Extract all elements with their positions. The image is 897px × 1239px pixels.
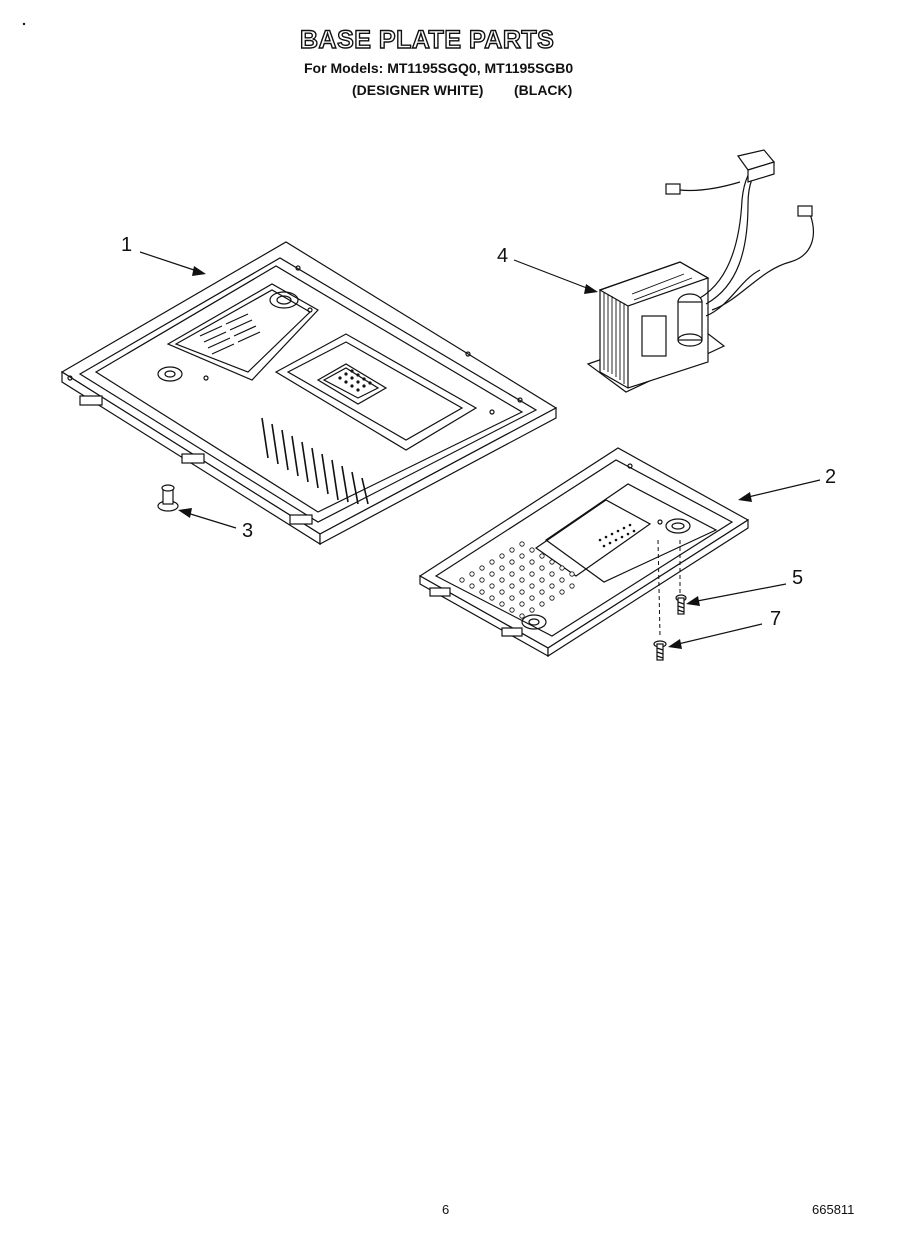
callout-3: 3	[242, 520, 254, 542]
part-2-small-base-plate	[418, 447, 750, 658]
callout-4: 4	[497, 245, 509, 267]
part-1-large-base-plate	[60, 241, 558, 546]
models-line: For Models: MT1195SGQ0, MT1195SGB0	[304, 60, 574, 76]
variant-white: (DESIGNER WHITE)	[352, 82, 484, 98]
leader-arrows	[139, 251, 821, 649]
corner-mark	[22, 22, 26, 26]
page-number: 6	[442, 1202, 450, 1217]
assembly-lines	[657, 539, 681, 637]
part-3-foot	[157, 484, 179, 512]
page-title: BASE PLATE PARTS	[299, 25, 555, 54]
part-7-screw	[653, 640, 667, 661]
part-5-screw	[675, 594, 687, 615]
part-4-transformer	[586, 149, 814, 393]
variant-black: (BLACK)	[514, 82, 573, 98]
callout-5: 5	[792, 567, 804, 589]
callout-2: 2	[825, 466, 837, 488]
document-code: 665811	[812, 1202, 855, 1217]
callout-7: 7	[770, 608, 782, 630]
callout-1: 1	[121, 234, 133, 256]
